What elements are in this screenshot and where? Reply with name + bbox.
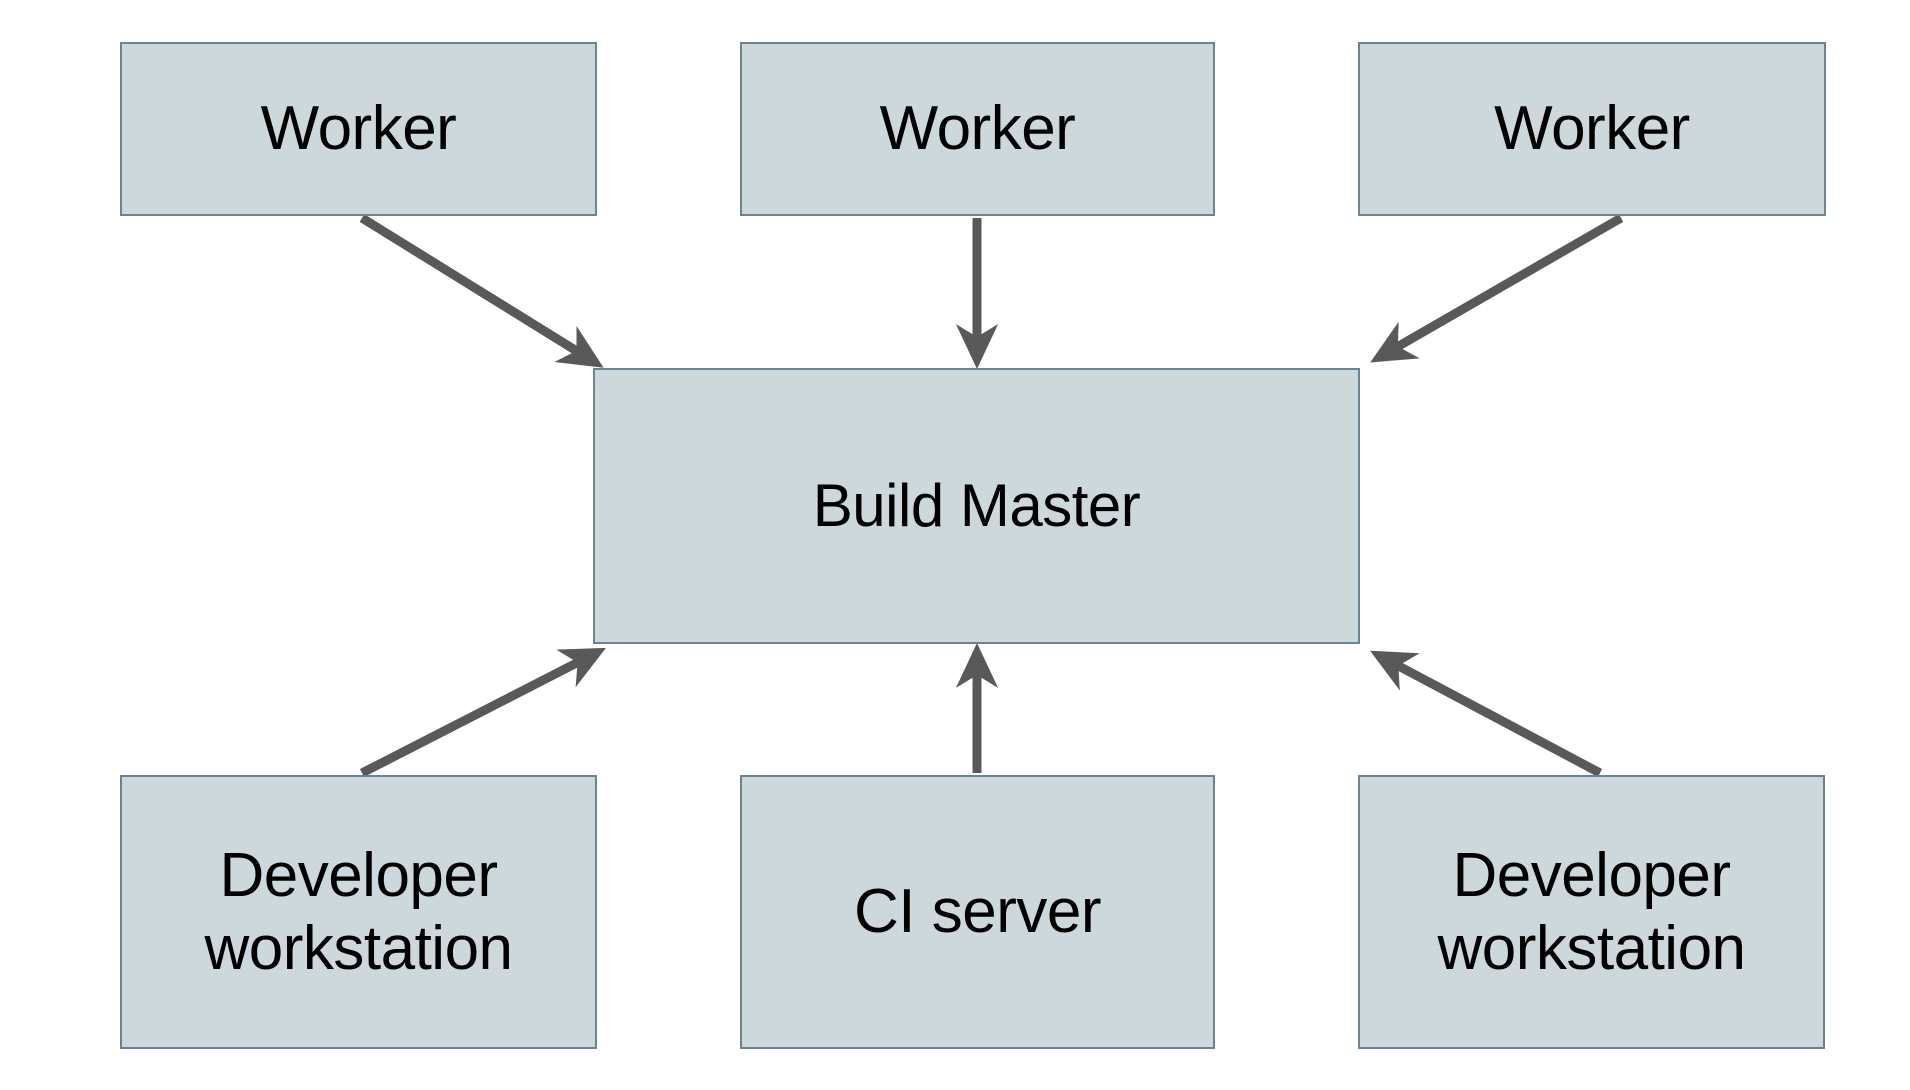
node-label: Build Master xyxy=(812,471,1141,539)
edge-devright-to-master xyxy=(1370,650,1603,777)
node-label: CI server xyxy=(854,877,1101,947)
node-label: Worker xyxy=(260,94,457,164)
node-build-master[interactable]: Build Master xyxy=(593,368,1360,644)
node-worker-2[interactable]: Worker xyxy=(740,42,1215,216)
node-label: Developer workstation xyxy=(204,840,513,983)
edge-worker1-to-master xyxy=(359,214,604,368)
node-label: Worker xyxy=(1494,94,1690,164)
edge-worker3-to-master xyxy=(1370,214,1624,363)
node-label: Worker xyxy=(879,94,1076,164)
node-dev-workstation-right[interactable]: Developer workstation xyxy=(1358,775,1825,1049)
edge-devleft-to-master xyxy=(359,647,607,778)
node-worker-1[interactable]: Worker xyxy=(120,42,597,216)
node-dev-workstation-left[interactable]: Developer workstation xyxy=(120,775,597,1049)
node-ci-server[interactable]: CI server xyxy=(740,775,1215,1049)
node-worker-3[interactable]: Worker xyxy=(1358,42,1826,216)
node-label: Developer workstation xyxy=(1437,840,1746,983)
